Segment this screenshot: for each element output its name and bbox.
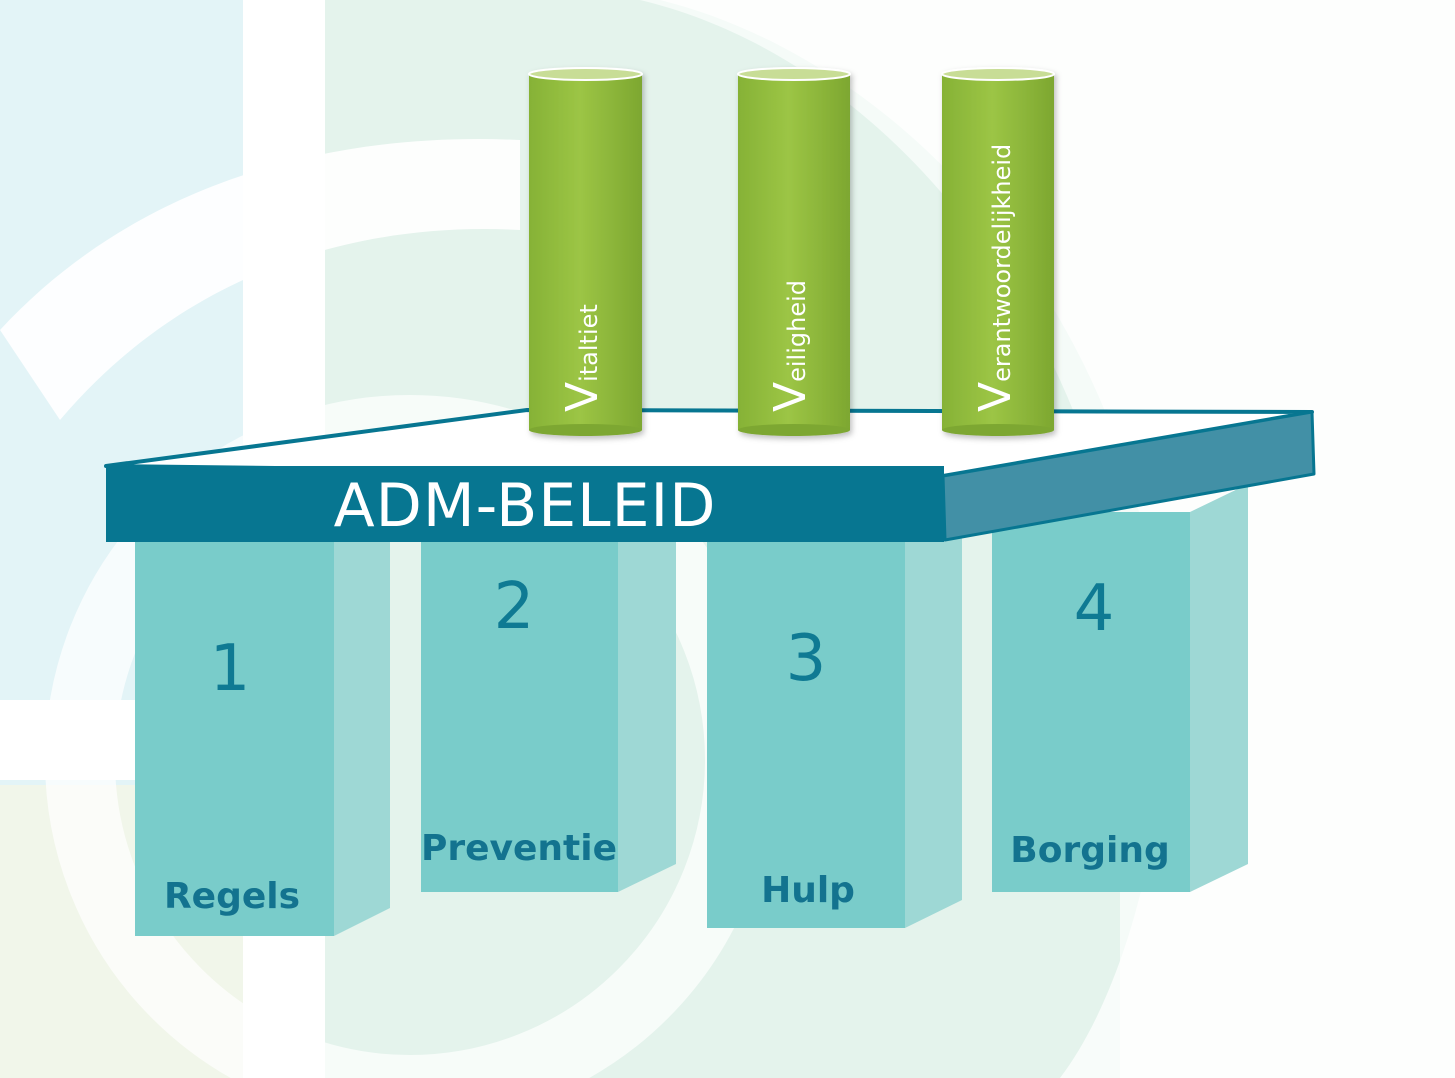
pillar-4: 4 Borging	[992, 484, 1248, 892]
pillar-number: 1	[210, 632, 251, 706]
pillar-number: 3	[786, 622, 827, 696]
pillar-2: 2 Preventie	[421, 512, 676, 892]
value-label: Verantwoordelijkheid	[970, 144, 1021, 412]
value-cylinder-veiligheid: Veiligheid	[737, 67, 851, 436]
pillar-1: 1 Regels	[135, 512, 390, 936]
value-label: Veiligheid	[765, 280, 816, 412]
pillar-label: Preventie	[421, 828, 617, 869]
pillar-3: 3 Hulp	[707, 512, 962, 928]
pillar-label: Borging	[1010, 830, 1169, 871]
platform-title: ADM-BELEID	[334, 471, 717, 541]
value-cylinder-verantwoordelijkheid: Verantwoordelijkheid	[941, 67, 1055, 436]
pillar-number: 2	[494, 570, 535, 644]
value-cylinder-vitaliteit: Vitaltiet	[528, 67, 643, 436]
pillar-label: Regels	[164, 876, 300, 917]
value-label: Vitaltiet	[557, 304, 608, 412]
policy-platform: ADM-BELEID	[104, 408, 1316, 542]
pillar-label: Hulp	[761, 870, 855, 911]
pillar-number: 4	[1074, 572, 1115, 646]
